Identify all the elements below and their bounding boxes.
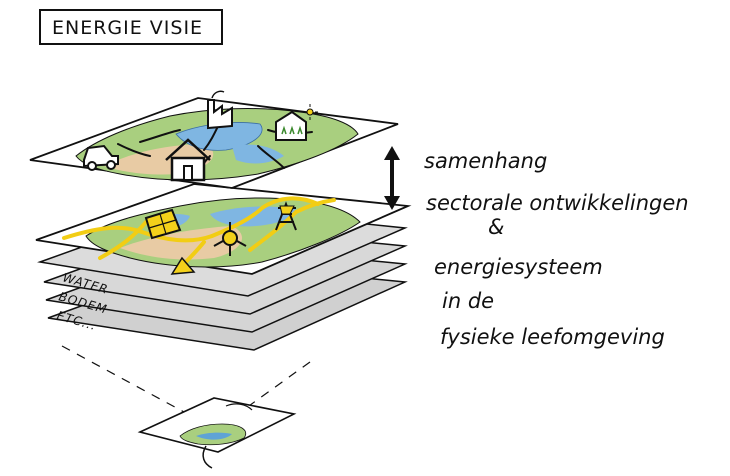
small-triangle-icon: [170, 256, 196, 275]
annotation-sectorale: sectorale ontwikkelingen: [426, 191, 689, 215]
annotation-fysieke: fysieke leefomgeving: [440, 325, 665, 349]
wind-turbine-icon: [213, 222, 247, 256]
annotation-energiesysteem: energiesysteem: [434, 255, 603, 279]
annotation-samenhang: samenhang: [424, 149, 547, 173]
solar-panel-icon: [144, 208, 182, 240]
annotation-in-de: in de: [442, 289, 494, 313]
factory-icon: [207, 90, 233, 130]
small-map-sheet: [137, 397, 297, 469]
car-icon: [83, 144, 119, 171]
power-pylon-icon: [275, 201, 297, 231]
house-icon: [165, 138, 211, 182]
greenhouse-icon: [275, 110, 307, 141]
double-arrow-icon: [384, 146, 400, 210]
title-text: ENERGIE VISIE: [52, 17, 203, 39]
sun-icon: [302, 104, 318, 120]
top-map-layer: [29, 90, 399, 189]
middle-map-layer: [35, 183, 412, 275]
title-box: ENERGIE VISIE: [39, 9, 223, 45]
projection-lines: [61, 345, 311, 413]
annotation-ampersand: &: [488, 215, 504, 239]
